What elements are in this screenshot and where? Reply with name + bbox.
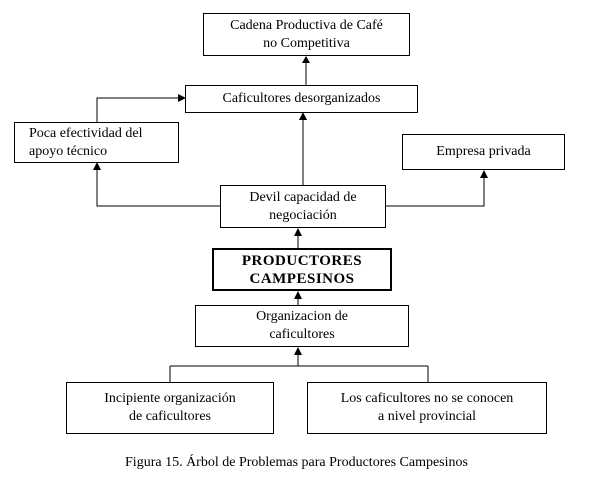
- arrow-head-organizacion: [294, 347, 302, 355]
- arrow-negociacion-to-empresa: [386, 172, 485, 207]
- node-poca-efectividad: Poca efectividad del apoyo técnico: [14, 122, 179, 163]
- node-productores-campesinos: PRODUCTORES CAMPESINOS: [212, 248, 392, 291]
- node-empresa-privada: Empresa privada: [402, 134, 565, 170]
- node-organizacion-label: Organizacion de caficultores: [256, 309, 348, 342]
- arrow-head-empresa: [480, 170, 488, 178]
- arrow-head-desorganizados-bottom: [299, 112, 307, 120]
- arrow-head-desorganizados-left: [178, 94, 186, 102]
- arrow-negociacion-to-efectividad: [96, 164, 220, 207]
- arrow-efectividad-to-desorganizados: [96, 97, 184, 122]
- node-cadena-label: Cadena Productiva de Café no Competitiva: [230, 17, 383, 51]
- arrow-head-negociacion: [294, 228, 302, 236]
- node-caficultores-no-se-conocen: Los caficultores no se conocen a nivel p…: [307, 382, 547, 434]
- node-capacidad-negociacion: Devil capacidad de negociación: [220, 185, 386, 228]
- node-cadena-no-competitiva: Cadena Productiva de Café no Competitiva: [203, 13, 410, 56]
- node-organizacion-caficultores: Organizacion de caficultores: [195, 305, 409, 347]
- node-efectividad-label: Poca efectividad del apoyo técnico: [29, 125, 143, 159]
- node-negociacion-label: Devil capacidad de negociación: [249, 189, 357, 223]
- node-incipiente-organizacion: Incipiente organización de caficultores: [66, 382, 274, 434]
- node-incipiente-label: Incipiente organización de caficultores: [104, 391, 236, 424]
- node-empresa-label: Empresa privada: [436, 144, 531, 159]
- node-caficultores-desorganizados: Caficultores desorganizados: [185, 85, 418, 113]
- node-desorganizados-label: Caficultores desorganizados: [222, 91, 381, 106]
- node-conocen-label: Los caficultores no se conocen a nivel p…: [340, 391, 514, 424]
- arrow-head-productores: [294, 291, 302, 299]
- figure-caption: Figura 15. Árbol de Problemas para Produ…: [125, 455, 468, 470]
- arrow-head-efectividad: [93, 162, 101, 170]
- node-productores-label: PRODUCTORES CAMPESINOS: [241, 252, 363, 287]
- arrow-head-cadena: [302, 56, 310, 63]
